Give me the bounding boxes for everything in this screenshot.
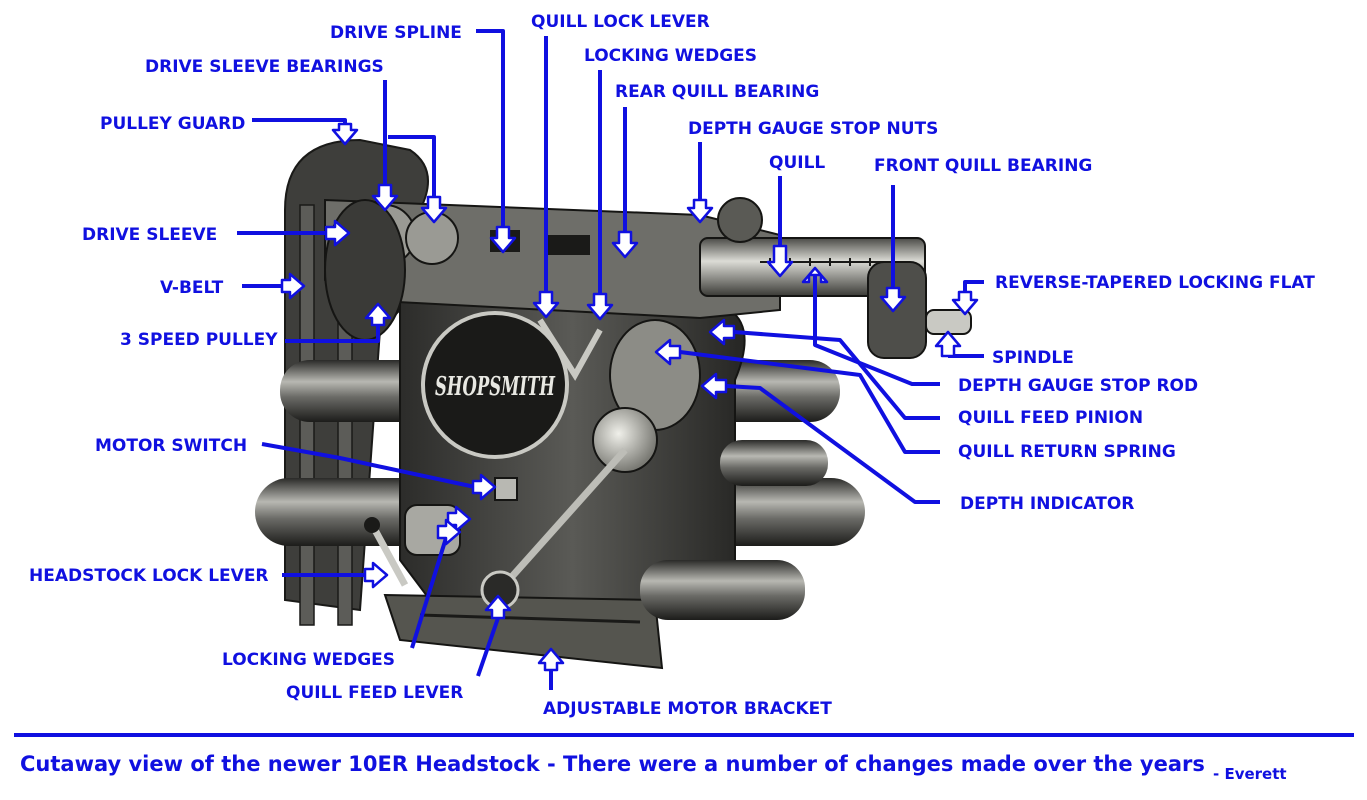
label-quill-return-spring: QUILL RETURN SPRING <box>958 442 1176 462</box>
arrow-drive-sleeve <box>324 219 351 247</box>
label-3-speed-pulley: 3 SPEED PULLEY <box>120 330 278 350</box>
label-locking-wedges-bottom: LOCKING WEDGES <box>222 650 395 670</box>
arrow-drive-sleeve-bearings-1 <box>371 183 399 212</box>
arrow-quill-feed-pinion <box>708 318 736 346</box>
label-quill: QUILL <box>769 153 825 173</box>
arrow-3-speed-pulley <box>364 302 392 327</box>
housing-window <box>545 235 590 255</box>
leader-quill-feed-pinion <box>733 330 940 420</box>
arrow-front-quill-bearing <box>879 286 907 313</box>
arrow-rear-quill-bearing <box>611 230 639 259</box>
motor-bracket-shape <box>383 593 664 670</box>
arrow-adjustable-motor-bracket <box>537 647 565 672</box>
arrow-v-belt <box>280 272 306 300</box>
label-pulley-guard: PULLEY GUARD <box>100 114 245 134</box>
label-adjustable-motor-bracket: ADJUSTABLE MOTOR BRACKET <box>543 699 832 719</box>
front-quill-bearing-shape <box>867 261 927 359</box>
arrow-drive-sleeve-bearings-2 <box>420 195 448 224</box>
arrow-quill-feed-lever <box>484 594 512 620</box>
label-drive-sleeve-bearings: DRIVE SLEEVE BEARINGS <box>145 57 384 77</box>
depth-gauge-stop-nuts-shape <box>717 197 763 243</box>
label-reverse-tapered-locking-flat: REVERSE-TAPERED LOCKING FLAT <box>995 273 1315 293</box>
quill-feed-lever-shape <box>497 447 628 593</box>
arrow-depth-indicator <box>700 372 728 400</box>
three-speed-pulley-shape <box>324 199 406 341</box>
leader-motor-switch <box>261 442 476 489</box>
front-tube-right <box>720 440 828 486</box>
label-quill-feed-lever: QUILL FEED LEVER <box>286 683 463 703</box>
arrow-quill-return-spring <box>654 338 682 366</box>
arrow-locking-wedges-bottom-2 <box>436 518 462 546</box>
label-motor-switch: MOTOR SWITCH <box>95 436 247 456</box>
label-quill-feed-pinion: QUILL FEED PINION <box>958 408 1143 428</box>
leader-drive-sleeve-bearings-2 <box>388 135 436 197</box>
label-depth-indicator: DEPTH INDICATOR <box>960 494 1134 514</box>
arrow-heads <box>280 122 979 672</box>
logo-text: SHOPSMITH <box>435 372 556 402</box>
callout-labels: DRIVE SPLINE QUILL LOCK LEVER LOCKING WE… <box>29 12 1315 719</box>
leader-quill-feed-lever <box>476 617 500 677</box>
arrow-headstock-lock-lever <box>363 561 389 589</box>
leader-quill-return-spring <box>679 350 940 454</box>
arrow-locking-wedges-top <box>586 292 614 321</box>
leader-depth-indicator <box>725 384 940 504</box>
headstock-lock-lever-shape <box>371 528 409 587</box>
label-drive-spline: DRIVE SPLINE <box>330 23 462 43</box>
label-drive-sleeve: DRIVE SLEEVE <box>82 225 217 245</box>
label-headstock-lock-lever: HEADSTOCK LOCK LEVER <box>29 566 269 586</box>
label-locking-wedges-top: LOCKING WEDGES <box>584 46 757 66</box>
depth-indicator-knob <box>592 407 658 473</box>
arrow-quill <box>766 244 794 278</box>
arrow-pulley-guard <box>331 122 359 146</box>
author-credit: - Everett <box>1213 765 1287 783</box>
arrow-spindle <box>934 330 962 358</box>
leader-lines <box>237 29 984 690</box>
arrow-depth-gauge-stop-nuts <box>686 198 714 224</box>
headstock-cutaway-diagram: SHOPSMITH <box>29 12 1315 719</box>
label-depth-gauge-stop-rod: DEPTH GAUGE STOP ROD <box>958 376 1198 396</box>
leader-reverse-tapered-locking-flat <box>963 280 984 292</box>
label-quill-lock-lever: QUILL LOCK LEVER <box>531 12 710 32</box>
shopsmith-logo: SHOPSMITH <box>421 311 569 459</box>
label-depth-gauge-stop-nuts: DEPTH GAUGE STOP NUTS <box>688 119 938 139</box>
leader-drive-spline <box>476 29 505 227</box>
leader-locking-wedges-bottom <box>410 524 452 649</box>
label-v-belt: V-BELT <box>160 278 224 298</box>
arrow-motor-switch <box>471 473 497 501</box>
leader-3-speed-pulley <box>285 325 380 343</box>
label-spindle: SPINDLE <box>992 348 1074 368</box>
quill-lock-lever-shape <box>537 318 603 381</box>
motor-bracket-slot <box>419 613 641 624</box>
arrow-reverse-tapered <box>951 290 979 316</box>
arrow-drive-spline <box>489 225 517 254</box>
arrow-depth-gauge-stop-rod <box>801 266 829 284</box>
figure-caption: Cutaway view of the newer 10ER Headstock… <box>20 752 1205 776</box>
leader-pulley-guard <box>252 118 347 124</box>
label-rear-quill-bearing: REAR QUILL BEARING <box>615 82 819 102</box>
headstock-lock-lever-knob <box>364 517 380 533</box>
arrow-quill-lock-lever <box>532 290 560 319</box>
label-front-quill-bearing: FRONT QUILL BEARING <box>874 156 1092 176</box>
caption-divider <box>14 733 1354 737</box>
front-tube <box>640 560 805 620</box>
headstock-illustration: SHOPSMITH <box>255 138 972 670</box>
motor-switch-shape <box>494 477 518 501</box>
leader-depth-gauge-stop-rod <box>813 275 940 386</box>
